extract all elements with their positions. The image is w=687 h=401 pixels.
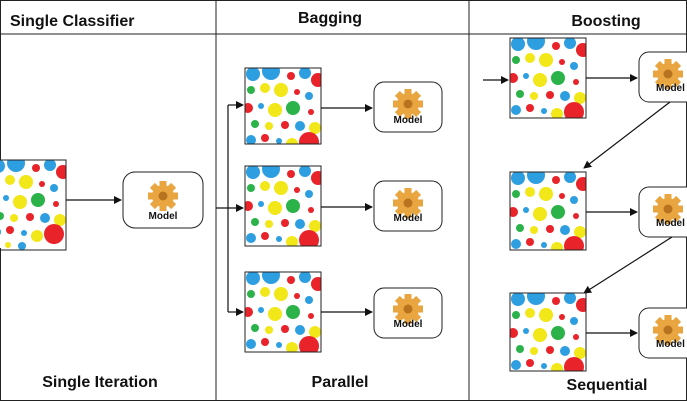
single-iteration-label: Single Iteration <box>42 374 158 391</box>
boosting-header: Boosting <box>571 13 640 30</box>
single-model-box: Model <box>122 171 204 229</box>
boosting-feedback-arrow <box>583 101 671 169</box>
bagging-dataset <box>244 271 322 353</box>
parallel-label: Parallel <box>312 374 369 391</box>
bagging-header: Bagging <box>298 10 362 27</box>
gear-icon <box>148 181 178 211</box>
bagging-model-box: Model <box>373 180 443 232</box>
boosting-model-box: Model <box>638 51 687 103</box>
boosting-model-box: Model <box>638 307 687 359</box>
single-dataset <box>0 159 67 251</box>
boosting-dataset <box>509 37 587 119</box>
bagging-dataset <box>244 165 322 247</box>
single-classifier-header: Single Classifier <box>10 13 135 30</box>
bagging-dataset <box>244 67 322 145</box>
model-label: Model <box>656 339 685 350</box>
model-label: Model <box>394 319 423 330</box>
boosting-model-box: Model <box>638 186 687 238</box>
boosting-dataset <box>509 292 587 372</box>
bagging-model-box: Model <box>373 287 443 339</box>
model-label: Model <box>394 213 423 224</box>
model-label: Model <box>656 83 685 94</box>
model-label: Model <box>394 115 423 126</box>
bagging-model-box: Model <box>373 81 443 133</box>
sequential-label: Sequential <box>567 377 648 394</box>
model-label: Model <box>656 218 685 229</box>
model-label: Model <box>149 211 178 222</box>
boosting-dataset <box>509 171 587 251</box>
bagging-branch-connector <box>216 101 244 316</box>
boosting-feedback-arrow <box>583 236 673 294</box>
